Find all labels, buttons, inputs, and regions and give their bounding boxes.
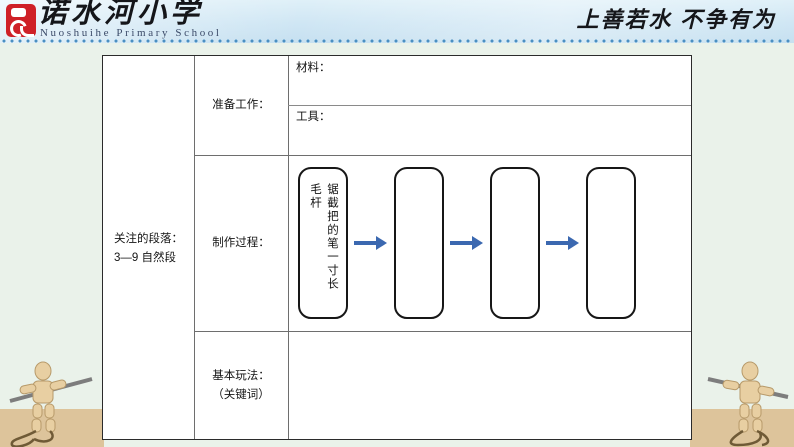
process-step-box-3[interactable] [490,167,540,319]
table-gridlines [103,56,691,439]
school-name-en: Nuoshuihe Primary School [40,27,222,39]
tools-label: 工具： [296,111,331,123]
process-step-box-2[interactable] [394,167,444,319]
red-seal-logo-icon [6,4,36,37]
process-step-box-4[interactable] [586,167,636,319]
arrow-right-icon-3 [540,233,586,253]
decoration-left [0,335,104,447]
table-hline-material-tool [288,105,691,106]
slide-header: 诺水河小学 Nuoshuihe Primary School 上善若水 不争有为 [0,0,794,43]
wooden-mannequin-with-pole-icon [9,361,93,447]
school-motto: 上善若水 不争有为 [576,7,776,32]
row-label-process: 制作过程： [212,236,270,249]
cell-label-process: 制作过程： [194,155,288,331]
header-dotted-divider [0,37,794,43]
row-label-basic-play: 基本玩法： （关键词） [212,367,270,405]
basic-play-answer-value [288,331,693,336]
cell-focus-paragraphs: 关注的段落： 3—9 自然段 [103,56,194,441]
cell-tools[interactable]: 工具： [288,105,693,155]
cell-label-preparation: 准备工作： [194,56,288,155]
process-step-box-1[interactable]: 锯截把的笔一寸长毛杆 [298,167,348,319]
row-label-basic-play-line2: （关键词） [212,389,270,401]
focus-line-1: 关注的段落： [114,232,183,245]
decoration-right [690,335,794,447]
materials-label: 材料： [296,62,331,74]
table-hline-2 [194,331,691,332]
table-hline-1 [194,155,691,156]
focus-paragraph-text: 关注的段落： 3—9 自然段 [114,230,183,268]
cell-label-basic-play: 基本玩法： （关键词） [194,331,288,441]
focus-line-2: 3—9 自然段 [114,251,176,264]
row-label-basic-play-line1: 基本玩法： [212,370,270,382]
row-label-preparation: 准备工作： [212,99,270,111]
cell-materials[interactable]: 材料： [288,56,693,105]
cell-process-steps: 锯截把的笔一寸长毛杆 [288,155,693,331]
header-sheen [0,0,794,43]
table-vline-2 [288,56,289,439]
arrow-right-icon-1 [348,233,394,253]
wooden-mannequin-with-pole-icon [707,361,789,447]
school-name-cn: 诺水河小学 [38,0,204,29]
arrow-right-icon-2 [444,233,490,253]
worksheet-table: 关注的段落： 3—9 自然段 准备工作： 制作过程： 基本玩法： （关键词） 材… [102,55,692,440]
process-step-text-1: 锯截把的笔一寸长毛杆 [309,183,338,291]
seal-tail-shape [20,26,34,37]
cell-basic-play-answer[interactable] [288,331,693,441]
school-logo [6,4,36,37]
table-vline-1 [194,56,195,439]
